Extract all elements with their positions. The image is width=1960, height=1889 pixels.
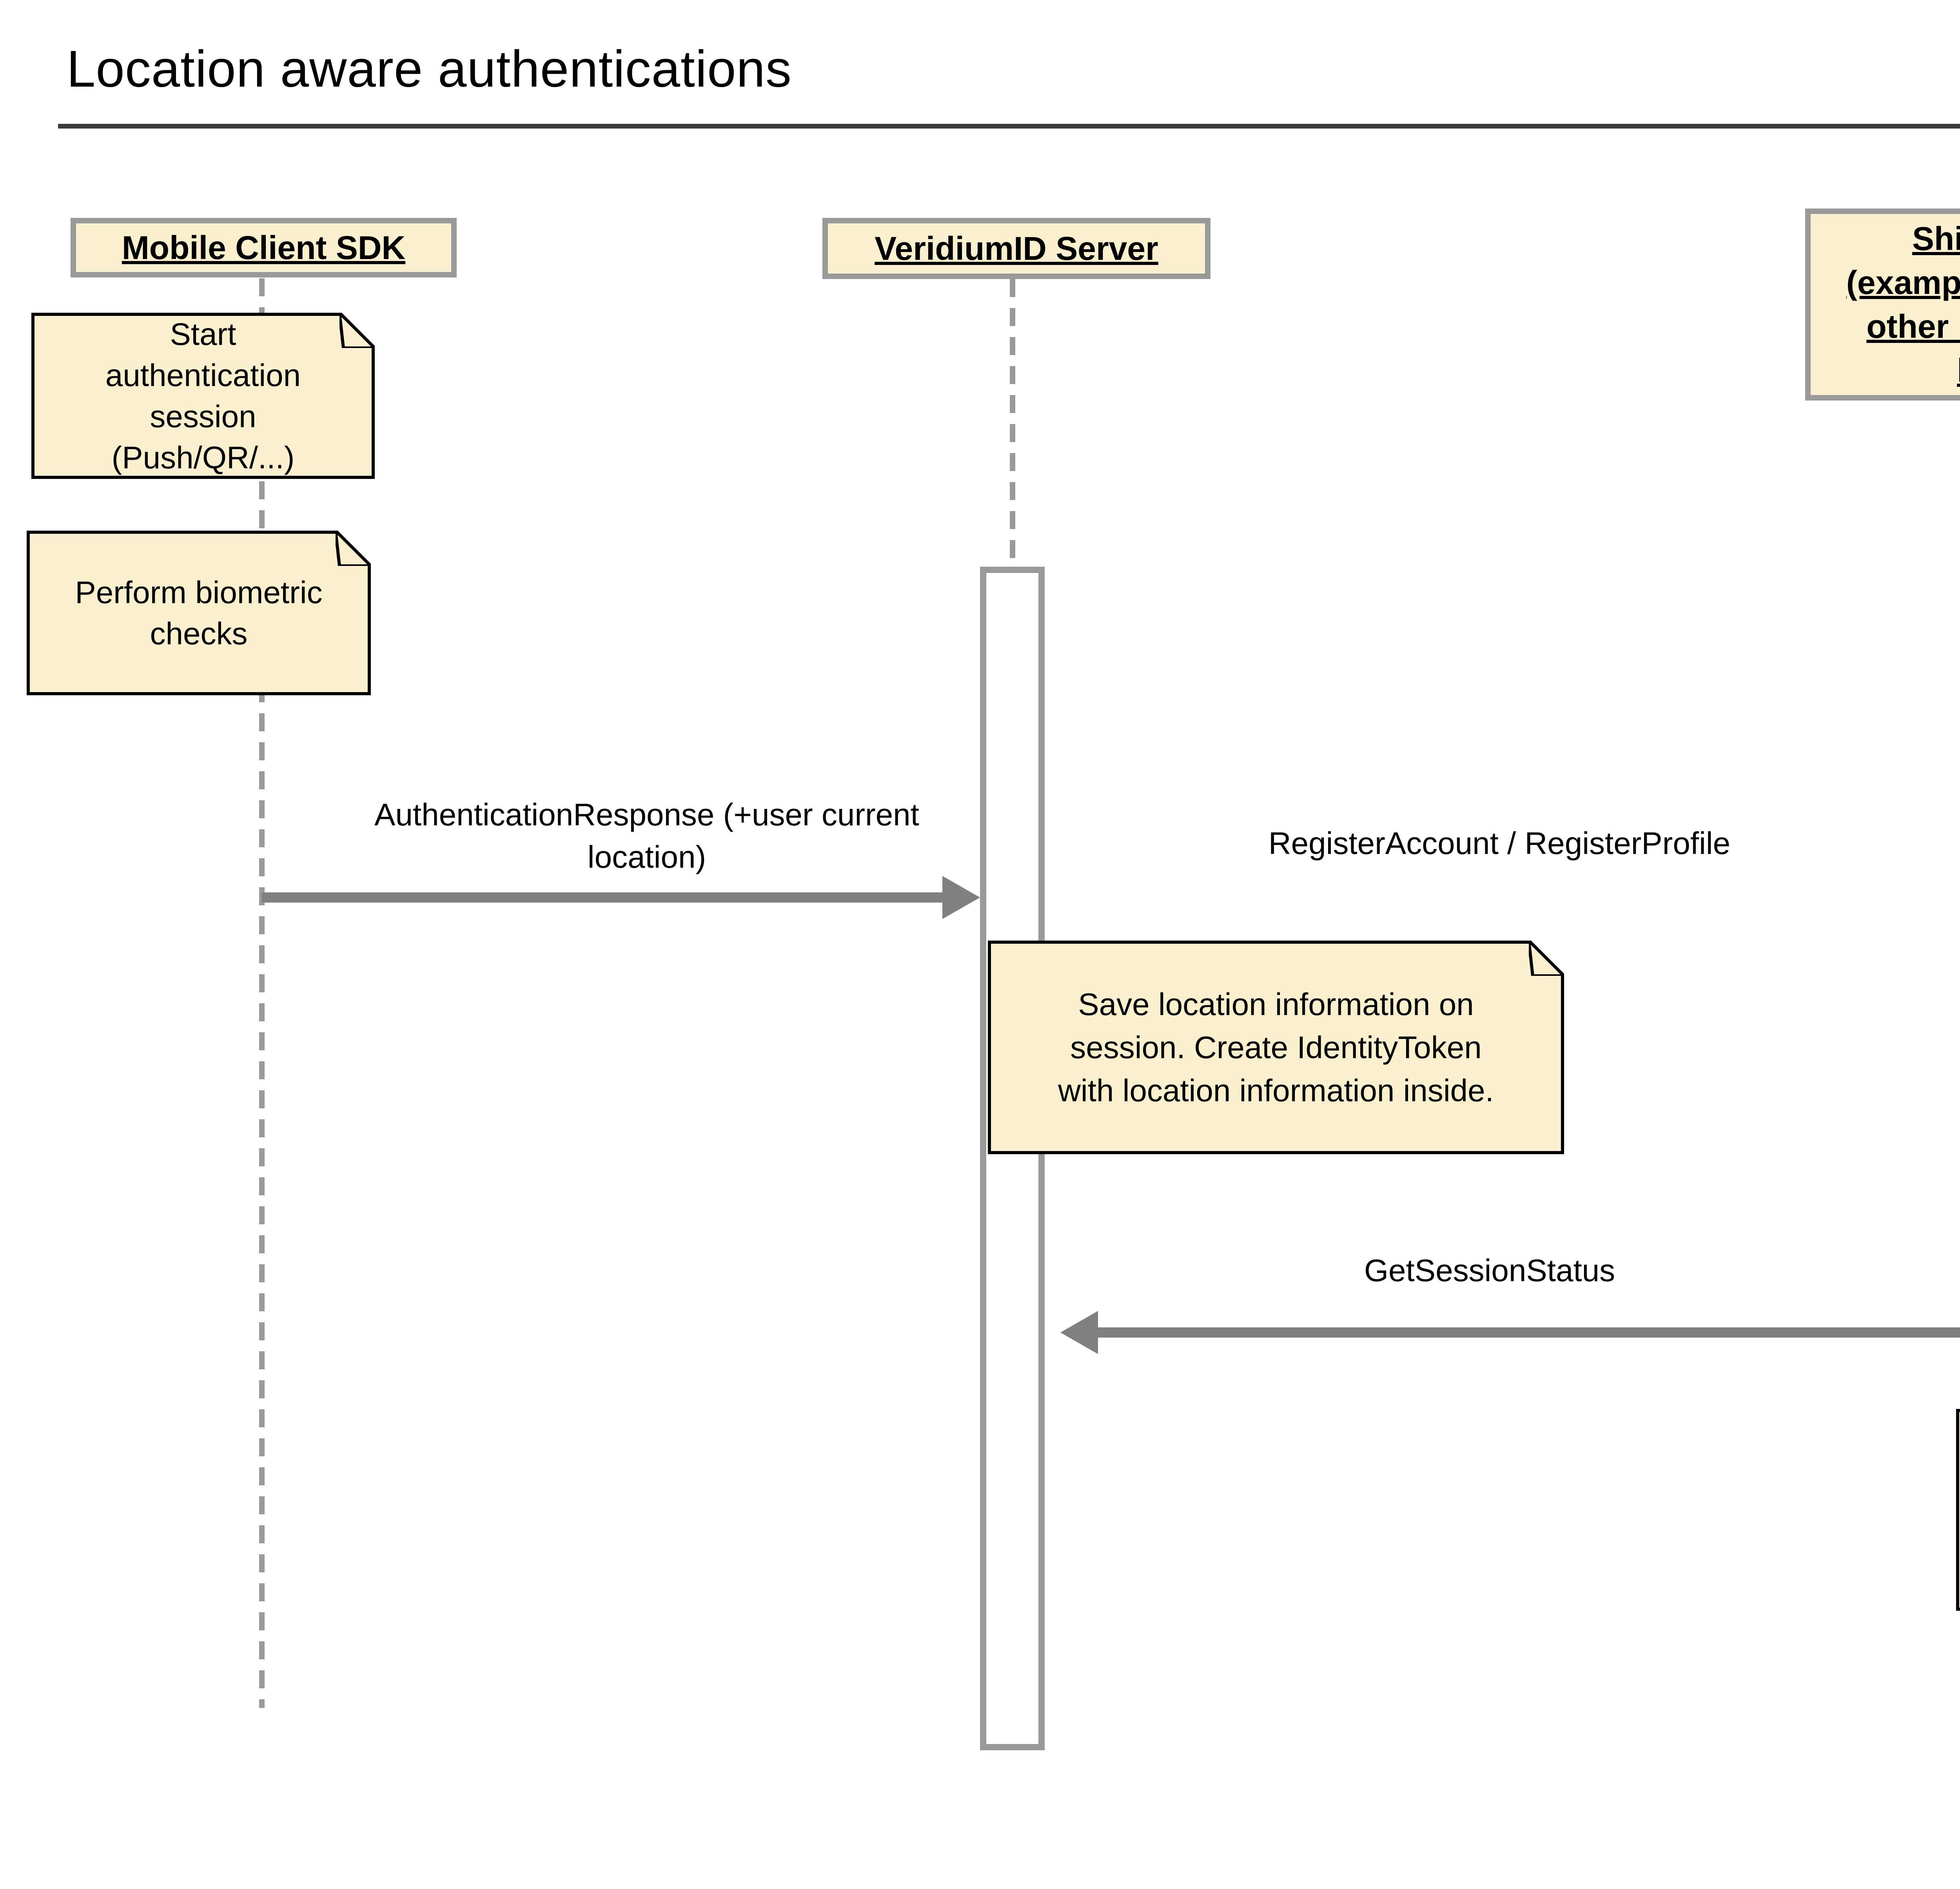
lifeline-veridiumid-server (1010, 279, 1015, 567)
participant-label: Mobile Client SDK (122, 229, 406, 266)
note-start-authentication-session: Start authentication session (Push/QR/..… (31, 313, 375, 479)
page-title: Location aware authentications (67, 40, 792, 98)
note-text: Save location information on session. Cr… (1058, 986, 1494, 1108)
note-perform-biometric-checks: Perform biometric checks (27, 531, 371, 695)
message-label-register-account-profile: RegisterAccount / RegisterProfile (1268, 826, 1731, 861)
note-save-location-information: Save location information on session. Cr… (988, 941, 1564, 1154)
participant-label: Shibboleth (example. Could be other inte… (1846, 220, 1960, 389)
arrow-left-head-icon (1060, 1311, 1098, 1354)
arrow-authentication-response-shaft (262, 892, 944, 903)
lifeline-mobile-client-sdk (259, 278, 265, 1708)
activation-bar-veridiumid-server (980, 567, 1045, 1750)
note-fold-icon (336, 531, 371, 566)
note-fold-icon (1529, 941, 1564, 976)
arrow-get-session-status-shaft (1097, 1327, 1960, 1338)
note-text: Perform biometric checks (75, 575, 323, 651)
message-label-authentication-response: AuthenticationResponse (+user current lo… (374, 797, 919, 874)
arrow-right-head-icon (942, 876, 980, 919)
message-label-get-session-status: GetSessionStatus (1364, 1253, 1615, 1288)
participant-mobile-client-sdk: Mobile Client SDK (71, 218, 457, 277)
note-text: Start authentication session (Push/QR/..… (105, 317, 301, 475)
title-underline (58, 124, 1960, 129)
participant-shibboleth: Shibboleth (example. Could be other inte… (1805, 208, 1960, 401)
participant-veridiumid-server: VeridiumID Server (822, 218, 1210, 279)
participant-label: VeridiumID Server (875, 230, 1158, 267)
note-fold-icon (339, 313, 375, 348)
note-add-location-saml: Add location information as attributes i… (1956, 1409, 1960, 1611)
